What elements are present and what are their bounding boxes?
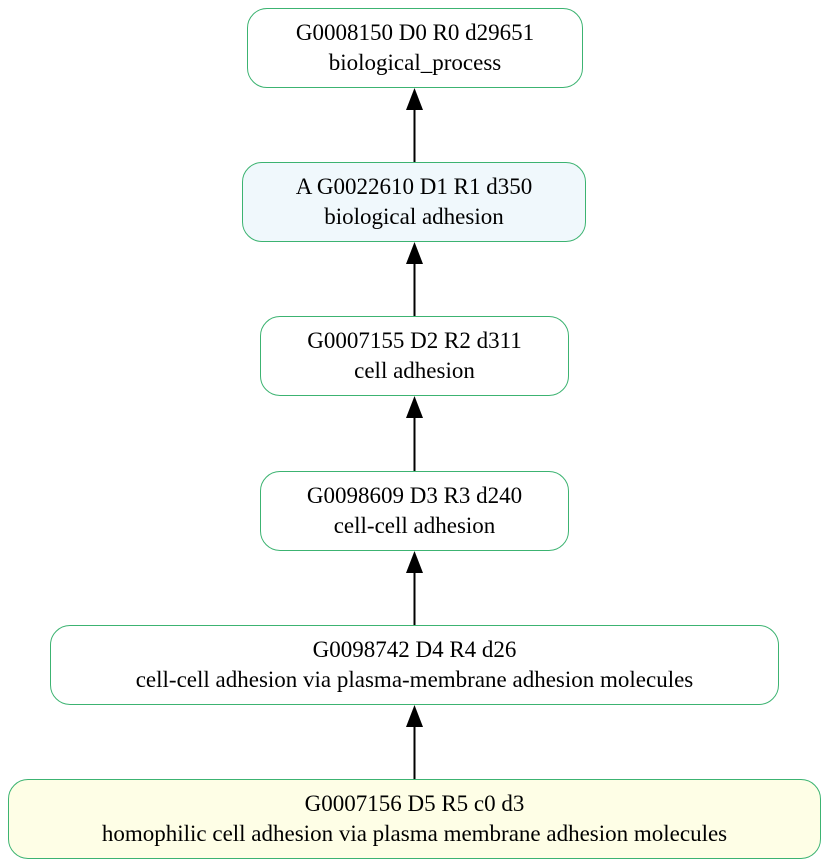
- node-id-label: A G0022610 D1 R1 d350: [295, 174, 533, 199]
- node-id-label: G0098609 D3 R3 d240: [306, 483, 523, 508]
- edge-n2-to-n1: [406, 242, 423, 316]
- node-id-label: G0008150 D0 R0 d29651: [295, 20, 535, 45]
- node-term-label: cell-cell adhesion via plasma-membrane a…: [135, 667, 694, 692]
- node-cell-adhesion[interactable]: G0007155 D2 R2 d311 cell adhesion: [260, 316, 569, 396]
- node-cell-cell-adhesion-via-plasma-membrane[interactable]: G0098742 D4 R4 d26 cell-cell adhesion vi…: [50, 625, 779, 705]
- node-id-label: G0007156 D5 R5 c0 d3: [304, 791, 525, 816]
- node-term-label: biological adhesion: [324, 204, 504, 229]
- node-term-label: biological_process: [328, 50, 502, 75]
- node-biological-process[interactable]: G0008150 D0 R0 d29651 biological_process: [247, 8, 583, 88]
- node-term-label: cell adhesion: [354, 358, 475, 383]
- node-biological-adhesion[interactable]: A G0022610 D1 R1 d350 biological adhesio…: [242, 162, 586, 242]
- node-homophilic-cell-adhesion[interactable]: G0007156 D5 R5 c0 d3 homophilic cell adh…: [8, 779, 821, 859]
- node-id-label: G0007155 D2 R2 d311: [307, 328, 522, 353]
- edge-n4-to-n3: [406, 551, 423, 625]
- node-id-label: G0098742 D4 R4 d26: [312, 637, 517, 662]
- node-cell-cell-adhesion[interactable]: G0098609 D3 R3 d240 cell-cell adhesion: [260, 471, 569, 551]
- edge-n3-to-n2: [406, 396, 423, 471]
- node-term-label: homophilic cell adhesion via plasma memb…: [101, 821, 728, 846]
- node-term-label: cell-cell adhesion: [333, 513, 496, 538]
- edge-n1-to-n0: [406, 88, 423, 162]
- edge-n5-to-n4: [406, 705, 423, 779]
